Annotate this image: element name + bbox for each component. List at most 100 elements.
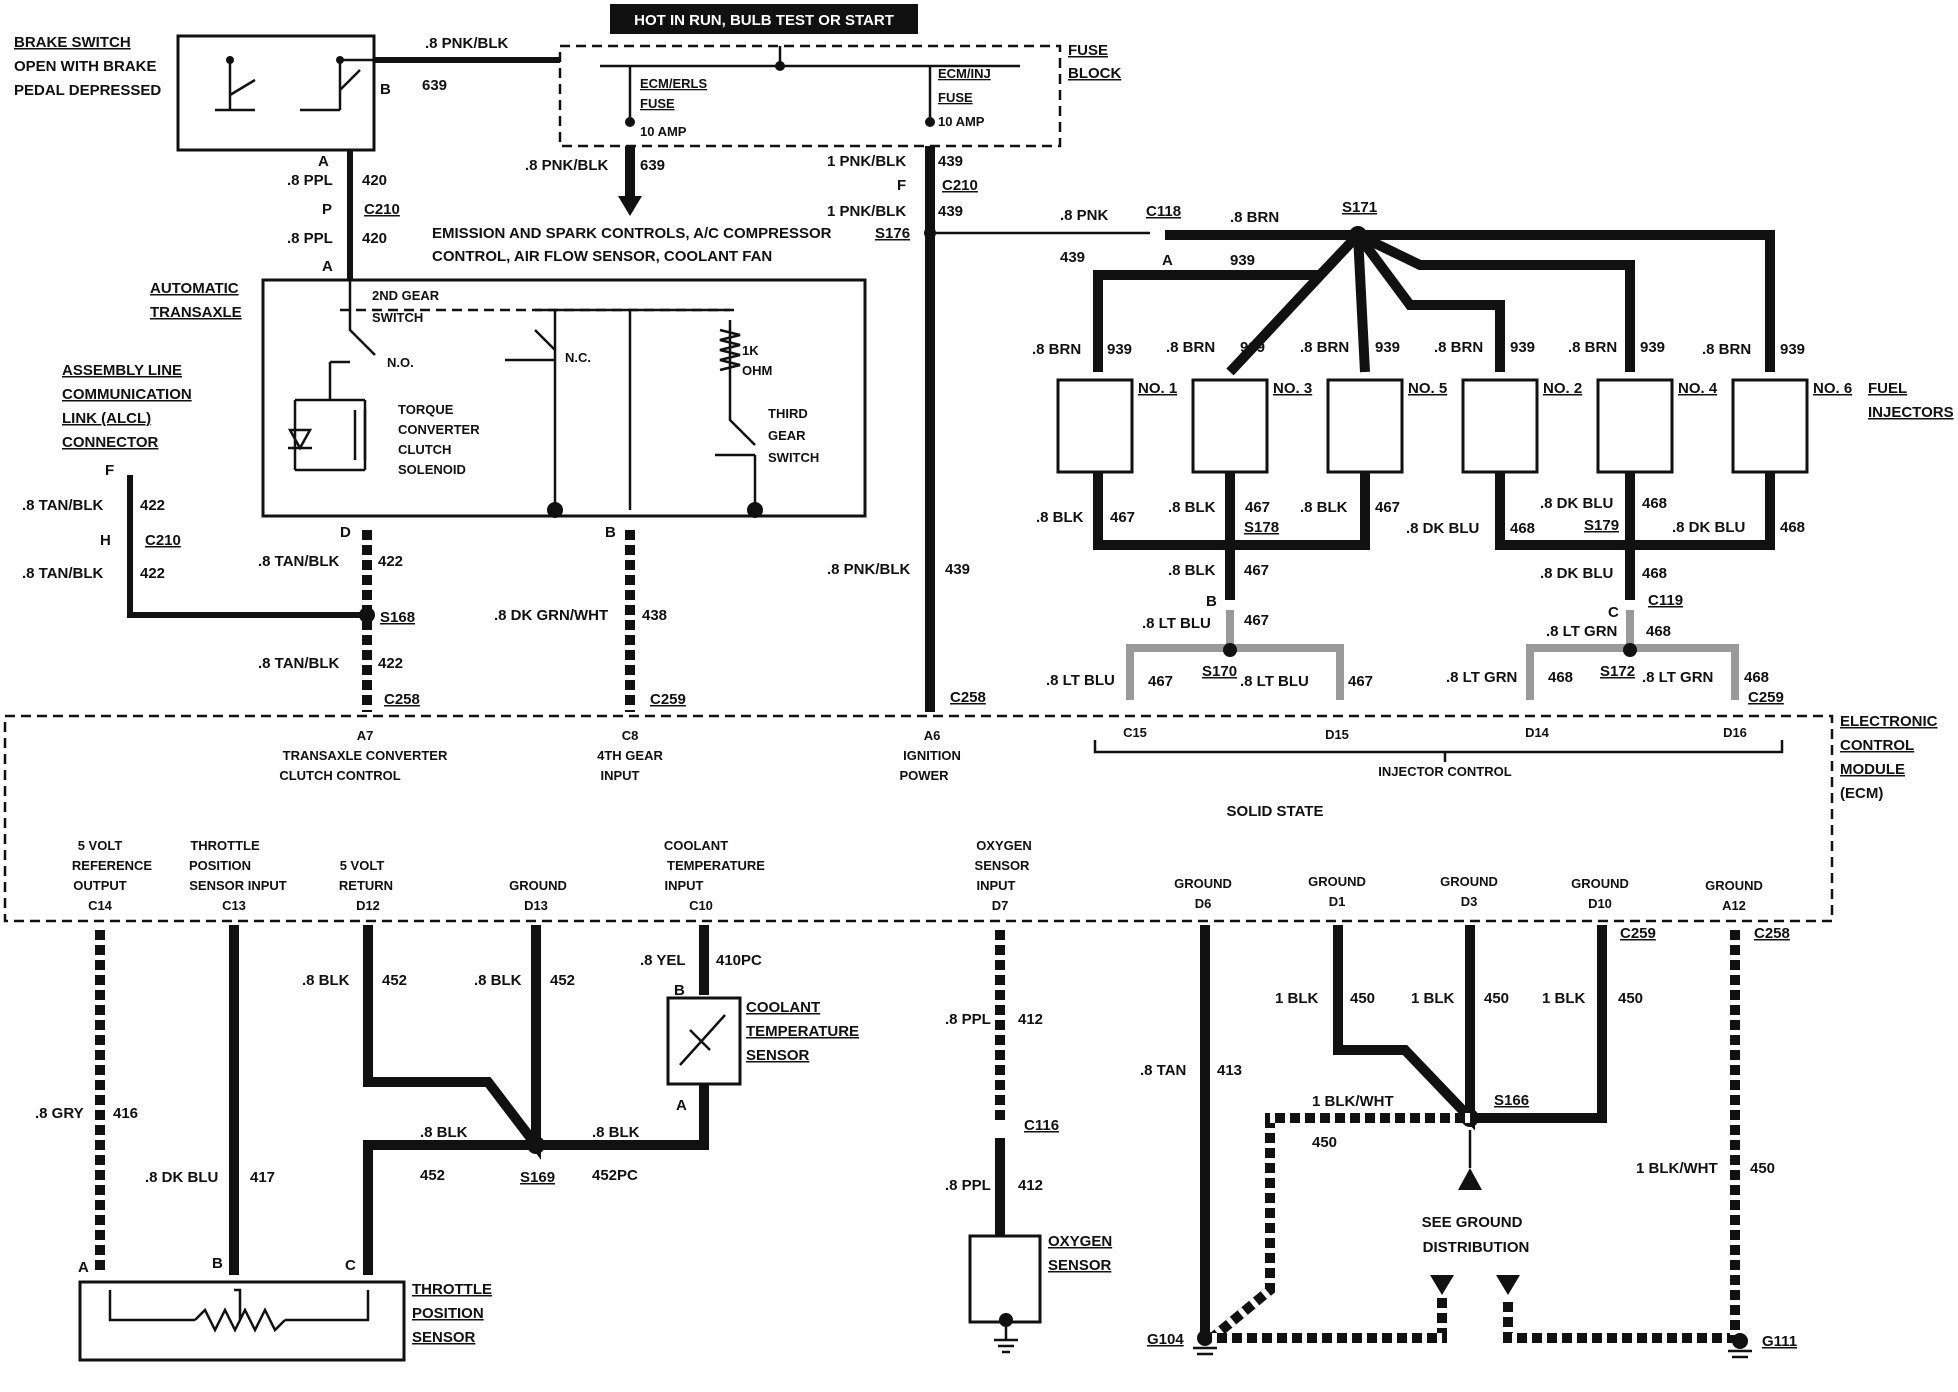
wire-452-tps: [363, 1140, 536, 1275]
ecm-c10-l3: INPUT: [665, 878, 704, 893]
fuse-amp-2: 10 AMP: [938, 114, 985, 129]
tps-pin-b: B: [212, 1255, 223, 1272]
tx-tcc-2: CONVERTER: [398, 422, 480, 437]
ecm-d13-l1: GROUND: [509, 878, 567, 893]
label-468-6: 468: [1780, 519, 1805, 536]
tx-tcc-1: TORQUE: [398, 402, 454, 417]
label-dkblu-4: .8 DK BLU: [1540, 495, 1613, 512]
label-brn-1: .8 BRN: [1032, 341, 1081, 358]
wire-g111-dist: [1503, 1297, 1735, 1343]
label-c259-inj: C259: [1748, 689, 1784, 706]
ecm-c13-l2: POSITION: [189, 858, 251, 873]
label-blkwht-1: 1 BLK/WHT: [1312, 1093, 1394, 1110]
label-452-d12: 452: [382, 972, 407, 989]
ecm-c10-l1: COOLANT: [664, 838, 728, 853]
label-1blk-d3: 1 BLK: [1411, 990, 1455, 1007]
label-439-2: 439: [938, 203, 963, 220]
label-467-d15: 467: [1348, 673, 1373, 690]
ecm-c14-l3: OUTPUT: [73, 878, 127, 893]
label-939-6: 939: [1780, 341, 1805, 358]
emission-note-2: CONTROL, AIR FLOW SENSOR, COOLANT FAN: [432, 248, 772, 265]
injector-no4: NO. 4: [1678, 380, 1718, 397]
label-p: P: [322, 201, 332, 218]
tx-tcc-3: CLUTCH: [398, 442, 451, 457]
injector-no5: NO. 5: [1408, 380, 1447, 397]
label-468-4: 468: [1642, 495, 1667, 512]
tx-tcc-4: SOLENOID: [398, 462, 466, 477]
ecm-d12-l2: RETURN: [339, 878, 393, 893]
fuse-label-1: FUSE: [640, 96, 675, 111]
injector-no1-body: [1056, 378, 1134, 474]
label-939-4: 939: [1640, 339, 1665, 356]
label-ppl-2: .8 PPL: [287, 230, 333, 247]
fuse-block-title-1: FUSE: [1068, 42, 1108, 59]
brake-pin-a: A: [318, 153, 329, 170]
label-639-2: 639: [640, 157, 665, 174]
tx-3rd-gear-3: SWITCH: [768, 450, 819, 465]
wire-452pc: [536, 1102, 709, 1150]
o2-sensor-2: SENSOR: [1048, 1257, 1112, 1274]
injector-no6-body: [1731, 378, 1809, 474]
label-b-coolant: B: [674, 982, 685, 999]
label-dkblu-2: .8 DK BLU: [1406, 520, 1479, 537]
ground-dist-1: SEE GROUND: [1422, 1214, 1523, 1231]
label-brn-5: .8 BRN: [1300, 339, 1349, 356]
label-438: 438: [642, 607, 667, 624]
label-tan: .8 TAN: [1140, 1062, 1186, 1079]
label-468-d16: 468: [1744, 669, 1769, 686]
coolant-temperature-sensor: COOLANT TEMPERATURE SENSOR: [666, 996, 859, 1086]
label-pnkblk-3: .8 PNK/BLK: [827, 561, 911, 578]
brake-switch: BRAKE SWITCH OPEN WITH BRAKE PEDAL DEPRE…: [14, 34, 391, 170]
label-467-1: 467: [1110, 509, 1135, 526]
label-422-4: 422: [378, 655, 403, 672]
ecm-c14-l1: 5 VOLT: [78, 838, 123, 853]
label-450-d1: 450: [1350, 990, 1375, 1007]
ground-g111: G111: [1762, 1333, 1797, 1350]
alcl-line-2: COMMUNICATION: [62, 386, 192, 403]
label-tanblk-1: .8 TAN/BLK: [22, 497, 104, 514]
label-tanblk-2: .8 TAN/BLK: [22, 565, 104, 582]
label-blk-5: .8 BLK: [1300, 499, 1348, 516]
alcl-line-3: LINK (ALCL): [62, 410, 151, 427]
coolant-sensor-3: SENSOR: [746, 1047, 810, 1064]
label-467-trunk: 467: [1244, 562, 1269, 579]
ecm-pin-c8-l2: INPUT: [601, 768, 640, 783]
ecm-pin-a6: A6: [924, 728, 941, 743]
label-467-ltblu: 467: [1244, 612, 1269, 629]
label-c258-a12: C258: [1754, 925, 1790, 942]
label-c259-c8: C259: [650, 691, 686, 708]
power-banner: HOT IN RUN, BULB TEST OR START: [610, 4, 918, 34]
ecm-d1-l1: GROUND: [1308, 874, 1366, 889]
injector-no2-body: [1461, 378, 1539, 474]
label-939-3: 939: [1240, 339, 1265, 356]
label-c258-a7: C258: [384, 691, 420, 708]
injector-no3: NO. 3: [1273, 380, 1312, 397]
label-blkwht-a12: 1 BLK/WHT: [1636, 1160, 1718, 1177]
label-b-tx: B: [605, 524, 616, 541]
ecm-d7-l1: OXYGEN: [976, 838, 1032, 853]
ecm-title-3: MODULE: [1840, 761, 1905, 778]
wire-450-d1-d3: [1333, 925, 1475, 1131]
label-467-3: 467: [1245, 499, 1270, 516]
tps-label-2: POSITION: [412, 1305, 484, 1322]
ecm-pin-a7-l1: TRANSAXLE CONVERTER: [283, 748, 448, 763]
splice-s171: S171: [1342, 199, 1377, 216]
label-blk-3: .8 BLK: [1168, 499, 1216, 516]
ecm-pin-d3: D3: [1461, 894, 1478, 909]
splice-s176: S176: [875, 225, 910, 242]
ecm-solid-state: SOLID STATE: [1227, 803, 1324, 820]
label-b-c119: B: [1206, 593, 1217, 610]
label-468-d14: 468: [1548, 669, 1573, 686]
oxygen-sensor: OXYGEN SENSOR: [968, 1233, 1112, 1354]
transaxle-title-2: TRANSAXLE: [150, 304, 242, 321]
ecm-pin-d7: D7: [992, 898, 1009, 913]
splice-s168: S168: [380, 609, 415, 626]
label-pnkblk-639: .8 PNK/BLK: [425, 35, 509, 52]
ecm-pin-c8-l1: 4TH GEAR: [597, 748, 663, 763]
label-c258-a6: C258: [950, 689, 986, 706]
injectors-title-1: FUEL: [1868, 380, 1907, 397]
transaxle-title-1: AUTOMATIC: [150, 280, 239, 297]
label-a-coolant: A: [676, 1097, 687, 1114]
ecm-box: [3, 714, 1834, 923]
tx-1k: 1K: [742, 343, 759, 358]
